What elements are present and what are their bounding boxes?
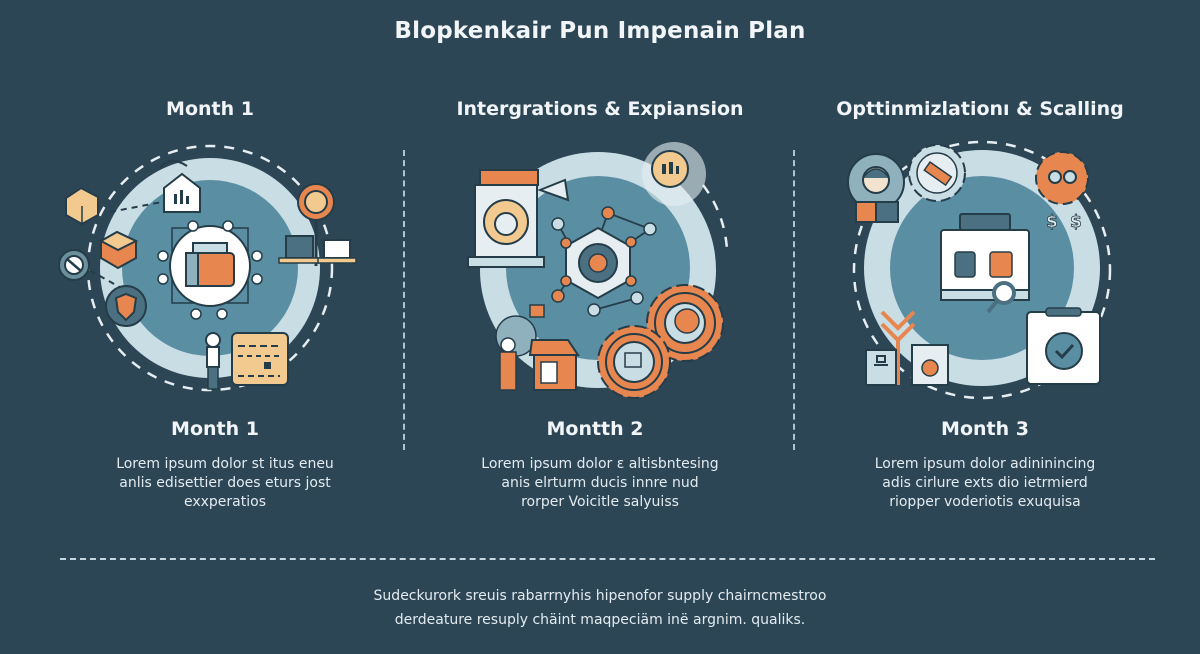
- footer-line: Sudeckurork sreuis rabarrnyhis hipenofor…: [373, 588, 827, 604]
- footer-line: derdeature resuply chäint maqpeciäm inë …: [394, 612, 806, 628]
- month-1-illustration: [50, 140, 370, 400]
- calendar-briefcase-icon: [157, 220, 263, 320]
- month-2-label: Montth 2: [546, 418, 644, 440]
- svg-text:$: $: [1070, 212, 1082, 232]
- description-line: exxperatios: [183, 494, 266, 510]
- description-line: adis cirlure exts dio ietrmierd: [882, 475, 1088, 491]
- server-tower-icon: [467, 169, 570, 268]
- medical-kit-icon: [865, 310, 916, 386]
- description-line: Lorem ipsum dolor st itus eneu: [116, 456, 334, 472]
- column-divider-1: [403, 150, 405, 450]
- footer-text: Sudeckurork sreuis rabarrnyhis hipenofor…: [0, 584, 1200, 632]
- person-presenting-icon: [205, 332, 221, 390]
- house-chart-icon: [159, 160, 201, 213]
- gear-chart-icon: [646, 284, 724, 362]
- document-card-icon: [231, 332, 289, 386]
- column-divider-2: [793, 150, 795, 450]
- gear-dollar-icon: $ $: [1035, 151, 1089, 232]
- column-heading-1: Month 1: [166, 98, 254, 120]
- store-icon: [528, 304, 580, 391]
- column-heading-3: Opttinmizlationı & Scalling: [836, 98, 1124, 120]
- handshake-gear-icon: [908, 144, 966, 202]
- worker-icon: [495, 315, 537, 391]
- column-heading-2: Intergrations & Expiansion: [456, 98, 744, 120]
- footer-divider: [60, 558, 1155, 560]
- chat-chart-icon: [642, 142, 706, 206]
- description-line: Lorem ipsum dolor adininincing: [874, 456, 1096, 472]
- clipboard-check-icon: [1026, 307, 1101, 385]
- month-1-description: Lorem ipsum dolor st itus eneu anlis edi…: [60, 455, 390, 512]
- month-1-label: Month 1: [171, 418, 259, 440]
- description-line: anis elrturm ducis innre nud: [501, 475, 699, 491]
- month-3-label: Month 3: [941, 418, 1029, 440]
- description-line: anlis edisettier does eturs jost: [119, 475, 331, 491]
- support-agent-icon: [847, 153, 905, 223]
- shield-icon: [105, 285, 147, 327]
- page-title: Blopkenkair Pun Impenain Plan: [394, 18, 806, 44]
- gear-device-icon: [597, 325, 671, 399]
- box-icon: [98, 230, 139, 270]
- briefcase-search-icon: [940, 213, 1030, 314]
- svg-text:$: $: [1046, 212, 1058, 232]
- location-pin-icon: [297, 183, 335, 266]
- month-2-illustration: [450, 140, 750, 400]
- package-box-icon: [65, 186, 99, 226]
- laptop-user-icon: [278, 235, 357, 264]
- network-hub-icon: [551, 206, 657, 317]
- blocked-icon: [58, 249, 90, 281]
- description-line: riopper voderiotis exuquisa: [889, 494, 1081, 510]
- description-line: rorper Voicitle salyuiss: [521, 494, 679, 510]
- month-3-illustration: $ $: [830, 140, 1130, 400]
- month-2-description: Lorem ipsum dolor ɛ altisbntesing anis e…: [430, 455, 770, 512]
- description-line: Lorem ipsum dolor ɛ altisbntesing: [481, 456, 719, 472]
- month-3-description: Lorem ipsum dolor adininincing adis cirl…: [815, 455, 1155, 512]
- box-package-icon: [911, 344, 949, 386]
